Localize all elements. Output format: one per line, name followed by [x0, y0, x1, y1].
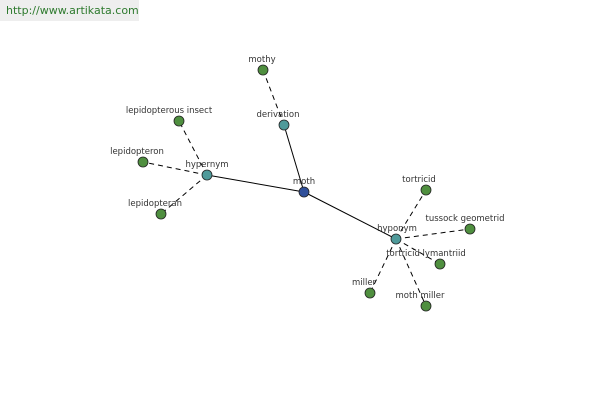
node-hyponym[interactable] — [390, 233, 402, 245]
label-tortricid[interactable]: tortricid — [402, 175, 436, 185]
label-moth-miller[interactable]: moth miller — [396, 291, 445, 301]
edge-hypernym-lepidopteran — [160, 174, 208, 215]
label-mothy[interactable]: mothy — [248, 55, 275, 65]
label-hypernym[interactable]: hypernym — [185, 160, 228, 170]
label-moth[interactable]: moth — [293, 177, 315, 187]
edge-hyponym-miller — [369, 238, 397, 294]
edge-moth-derivation — [283, 124, 305, 193]
edge-hypernym-lepidopterous-insect — [178, 120, 208, 176]
label-hyponym[interactable]: hyponym — [377, 224, 417, 234]
node-moth[interactable] — [298, 186, 310, 198]
node-moth-miller[interactable] — [420, 300, 432, 312]
edge-derivation-mothy — [262, 69, 285, 126]
label-miller[interactable]: miller — [352, 278, 377, 288]
node-lepidopteron[interactable] — [137, 156, 149, 168]
node-tortricid-lymantriid[interactable] — [434, 258, 446, 270]
graph-labels: moth hypernym lepidopterous insect lepidopt… — [110, 55, 504, 301]
edge-hypernym-lepidopteron — [142, 161, 208, 176]
node-lepidopterous-insect[interactable] — [173, 115, 185, 127]
label-tussock-geometrid[interactable]: tussock geometrid — [426, 214, 505, 224]
label-tortricid-lymantriid[interactable]: tortricid lymantriid — [386, 249, 466, 259]
label-lepidopteron[interactable]: lepidopteron — [110, 147, 164, 157]
edge-moth-hypernym — [206, 174, 305, 193]
node-mothy[interactable] — [257, 64, 269, 76]
edge-hyponym-tortricid — [395, 189, 427, 240]
edge-moth-hyponym — [303, 191, 397, 240]
node-tussock-geometrid[interactable] — [464, 223, 476, 235]
label-lepidopteran[interactable]: lepidopteran — [128, 199, 182, 209]
graph-nodes — [137, 64, 476, 312]
source-url[interactable]: http://www.artikata.com — [0, 0, 139, 21]
node-tortricid[interactable] — [420, 184, 432, 196]
label-lepidopterous-insect[interactable]: lepidopterous insect — [126, 106, 213, 116]
node-lepidopteran[interactable] — [155, 208, 167, 220]
node-hypernym[interactable] — [201, 169, 213, 181]
edge-hyponym-moth-miller — [395, 238, 427, 307]
node-miller[interactable] — [364, 287, 376, 299]
label-derivation[interactable]: derivation — [256, 110, 299, 120]
node-derivation[interactable] — [278, 119, 290, 131]
graph-edges — [142, 69, 471, 307]
edge-hyponym-tussock-geometrid — [395, 228, 471, 240]
